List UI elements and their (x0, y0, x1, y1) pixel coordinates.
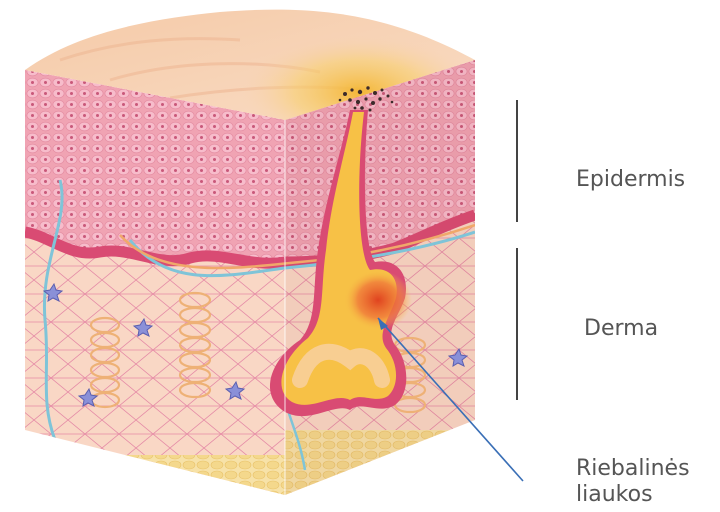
sebaceous-gland-inflammation (344, 270, 412, 330)
front-fat-layer (0, 455, 300, 512)
sebaceous-gland-label-line1: Riebalinės (576, 456, 690, 482)
epidermis-label: Epidermis (576, 167, 685, 193)
derma-label: Derma (584, 316, 658, 342)
sebaceous-gland-label-line2: liaukos (576, 482, 690, 508)
sebaceous-gland-label: Riebalinės liaukos (576, 456, 690, 508)
